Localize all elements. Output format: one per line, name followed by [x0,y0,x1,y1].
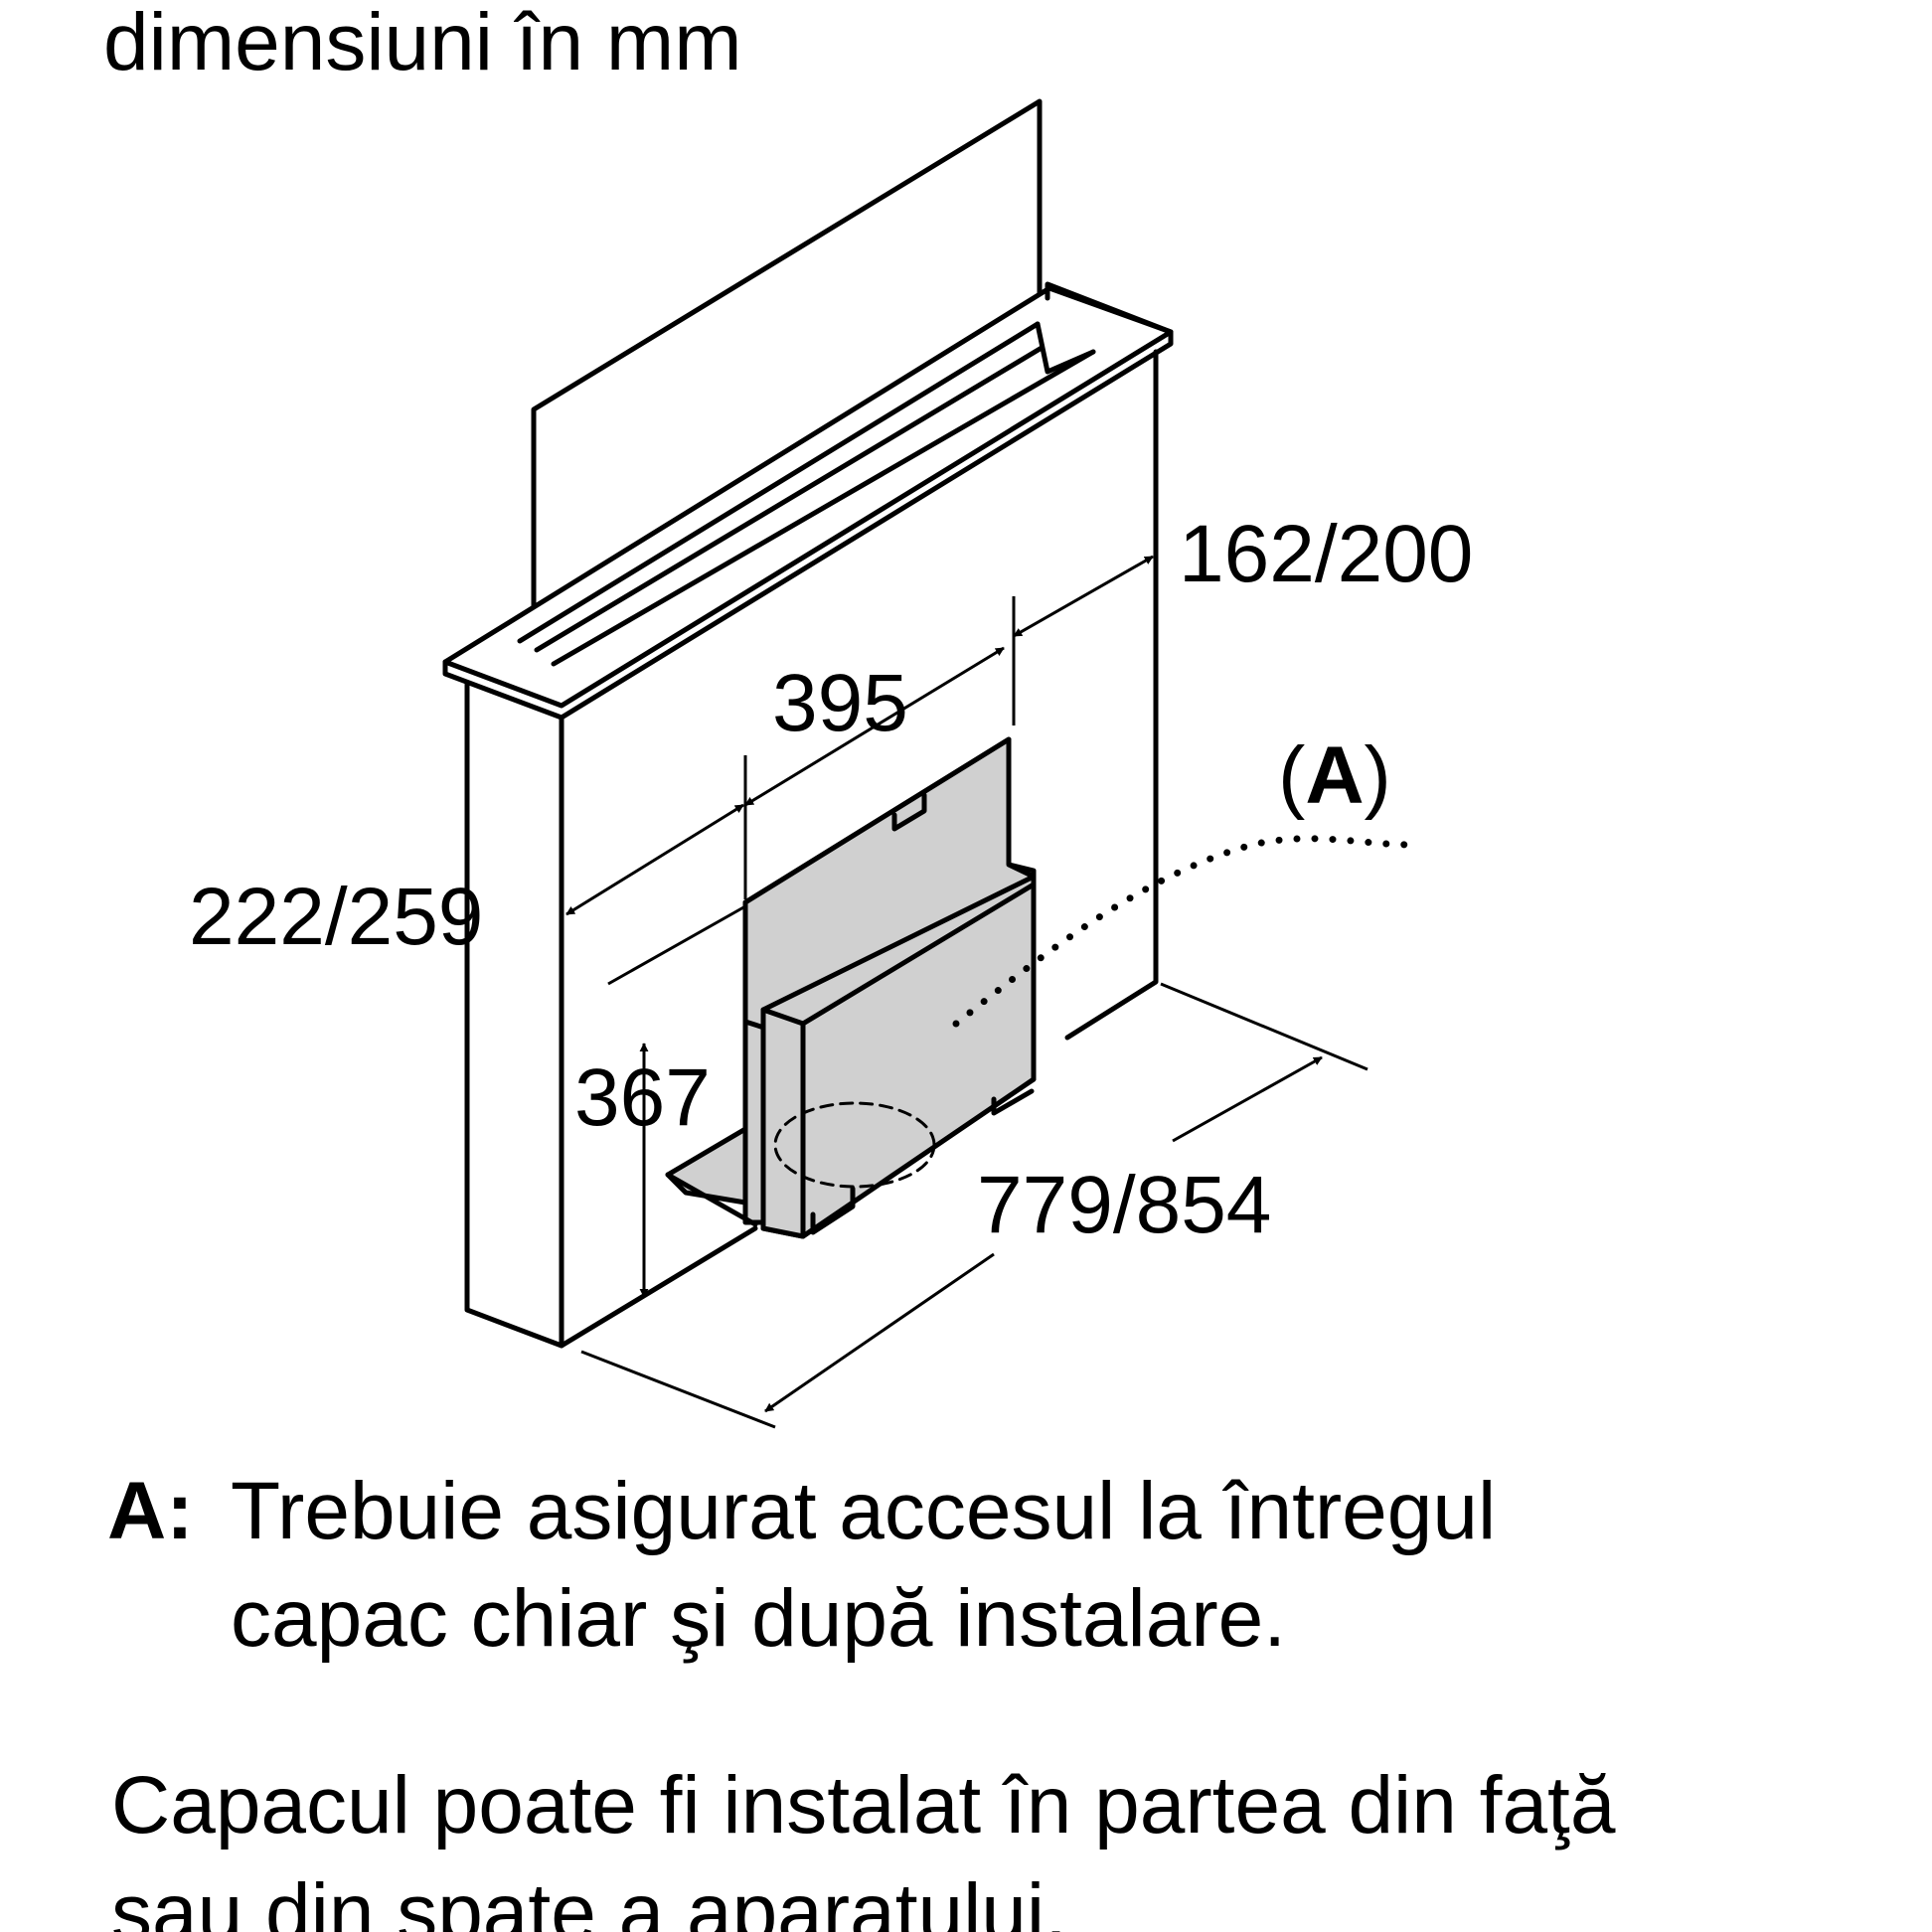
callout-label: (A) [1278,730,1391,821]
body-right-edge [1064,349,1159,1041]
note-b-line-1: Capacul poate fi instalat în partea din … [111,1760,1616,1851]
slot-line-3 [534,345,1045,653]
body-bottom-front [559,1225,758,1349]
callout-dotted-line [952,835,1415,1028]
callout-paren-close: ) [1365,730,1391,821]
dim-222-259-label: 222/259 [189,872,483,962]
dim-779-854-line [764,1252,995,1413]
dim-222-259-line [565,803,744,916]
callout-paren-open: ( [1278,730,1305,821]
dim-162-200-label: 162/200 [1179,509,1473,599]
note-a-line-1: Trebuie asigurat accesul la întregul [231,1466,1497,1556]
dim-395-line [744,646,1005,807]
dim-779-854-label: 779/854 [977,1160,1271,1250]
dim-162-200-line [1013,555,1154,638]
fan-opening-dashed [773,1101,936,1189]
fan-module-side [760,1007,806,1239]
foot-2 [991,1088,1035,1116]
units-title: dimensiuni în mm [103,0,742,87]
slot-line-1 [517,321,1041,644]
base-plate-edge [665,1172,758,1227]
fan-inner-edge [800,882,1037,1027]
callout-key: A [1305,730,1364,821]
dim-367-label: 367 [574,1052,711,1143]
note-b-line-2: sau din spate a aparatului. [111,1867,1067,1932]
note-a-key: A: [107,1466,194,1556]
slot-line-2 [551,349,1096,667]
dim-395-label: 395 [772,658,908,748]
slot-end [1035,321,1096,375]
body-left-edge [464,681,564,1349]
foot-1 [810,1186,856,1235]
note-a-line-2: capac chiar şi după instalare. [231,1573,1287,1664]
